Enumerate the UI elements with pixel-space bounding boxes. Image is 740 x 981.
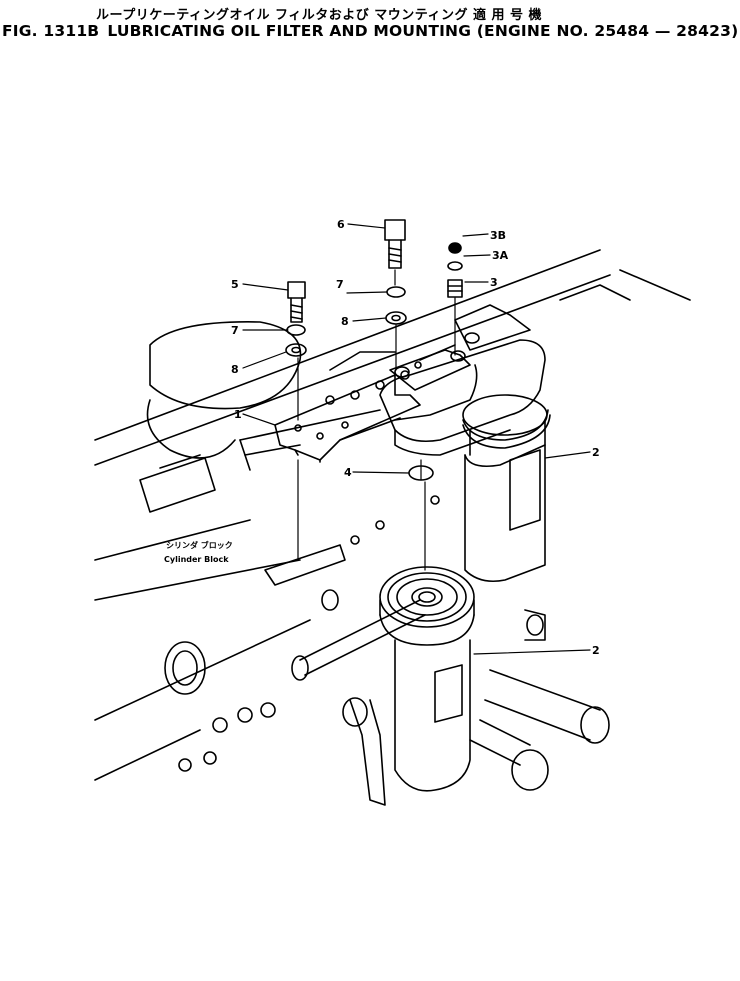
oil-filter-installed xyxy=(462,394,551,583)
bolt-part-6 xyxy=(384,219,406,269)
cylinder-block-label: Cylinder Block xyxy=(164,555,229,564)
lower-pipes xyxy=(264,544,610,806)
lock-washer-part-7-right xyxy=(386,286,406,298)
oil-filter-removed xyxy=(379,566,475,792)
gasket-part-3a xyxy=(447,261,463,271)
callout-8-left: 8 xyxy=(231,363,239,376)
callout-7-right: 7 xyxy=(336,278,344,291)
figure-number: FIG. 1311B xyxy=(2,22,100,40)
callout-2-lower: 2 xyxy=(592,644,600,657)
washer-part-8-left-hole xyxy=(291,346,301,354)
callout-6: 6 xyxy=(337,218,345,231)
guide-lines xyxy=(297,269,456,571)
callout-3b: 3B xyxy=(490,229,506,242)
washer-part-8-left xyxy=(285,343,307,357)
filter-head-mounting xyxy=(274,304,546,463)
washer-part-8-right xyxy=(385,311,407,325)
block-bosses xyxy=(164,370,440,772)
bolt-part-5 xyxy=(287,281,306,323)
callout-7-left: 7 xyxy=(231,324,239,337)
figure-title: FIG. 1311B LUBRICATING OIL FILTER AND MOU… xyxy=(2,22,740,40)
callout-1: 1 xyxy=(234,408,242,421)
callout-4: 4 xyxy=(344,466,352,479)
cylinder-block-outline xyxy=(94,249,691,781)
cylinder-block-japanese: シリンダ ブロック xyxy=(166,540,233,550)
callout-3a: 3A xyxy=(492,249,509,262)
callout-2-upper: 2 xyxy=(592,446,600,459)
callout-leaders xyxy=(242,223,591,655)
fitting-part-3 xyxy=(447,279,463,298)
figure-caption: LUBRICATING OIL FILTER AND MOUNTING (ENG… xyxy=(107,22,739,40)
plug-part-3b xyxy=(448,242,462,254)
washer-part-8-right-hole xyxy=(391,314,401,322)
callout-8-right: 8 xyxy=(341,315,349,328)
japanese-title: ループリケーティングオイル フィルタおよび マウンティング 適 用 号 機 xyxy=(96,8,543,23)
callout-5: 5 xyxy=(231,278,239,291)
callout-3: 3 xyxy=(490,276,498,289)
lock-washer-part-7-left xyxy=(286,324,306,336)
